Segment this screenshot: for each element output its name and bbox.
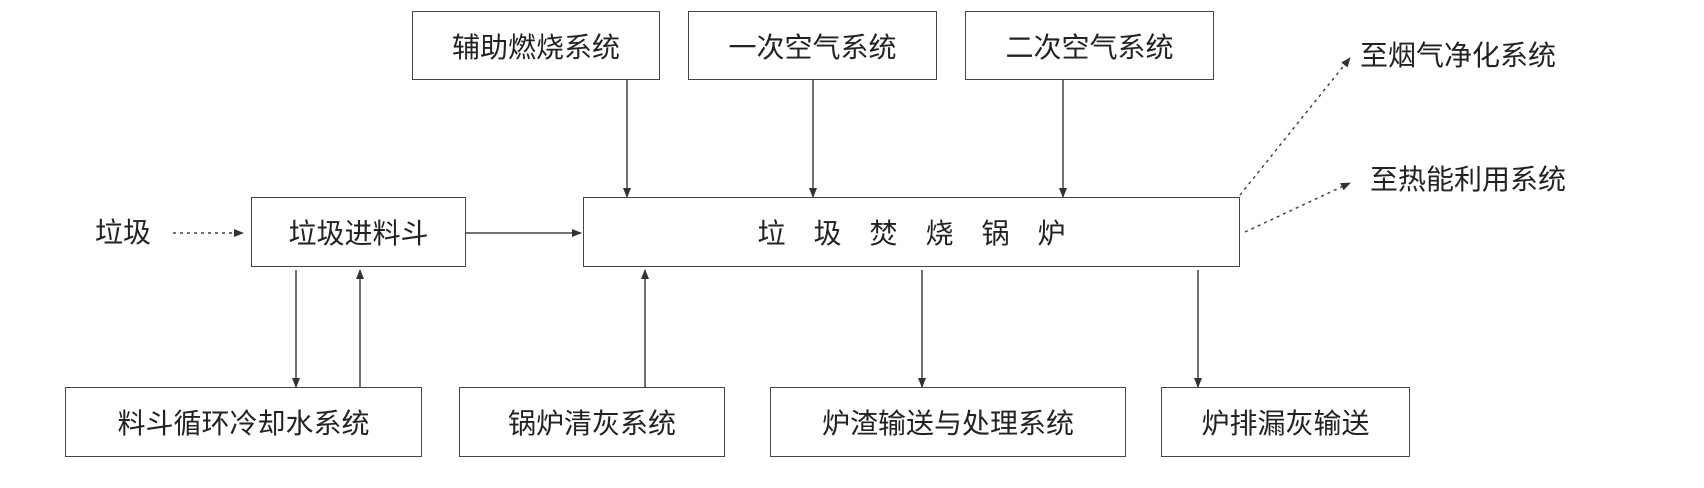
slag-handling-box: 炉渣输送与处理系统 [770, 387, 1126, 457]
input-waste-label: 垃圾 [95, 216, 152, 249]
primary-air-box: 一次空气系统 [688, 11, 937, 80]
hopper-cooling-box: 料斗循环冷却水系统 [65, 387, 422, 457]
boiler-ash-cleaning-box: 锅炉清灰系统 [459, 387, 725, 457]
edge-boiler-to-heat-use [1244, 182, 1351, 233]
edge-boiler-to-flue-gas [1239, 57, 1351, 196]
feed-hopper-box: 垃圾进料斗 [251, 197, 466, 267]
grate-ash-box: 炉排漏灰输送 [1161, 387, 1410, 457]
output-heat-use-label: 至热能利用系统 [1370, 163, 1567, 196]
aux-combustion-box: 辅助燃烧系统 [412, 11, 660, 80]
secondary-air-box: 二次空气系统 [965, 11, 1214, 80]
output-flue-gas-label: 至烟气净化系统 [1360, 39, 1557, 72]
incinerator-boiler-box: 垃圾焚烧锅炉 [583, 197, 1240, 267]
